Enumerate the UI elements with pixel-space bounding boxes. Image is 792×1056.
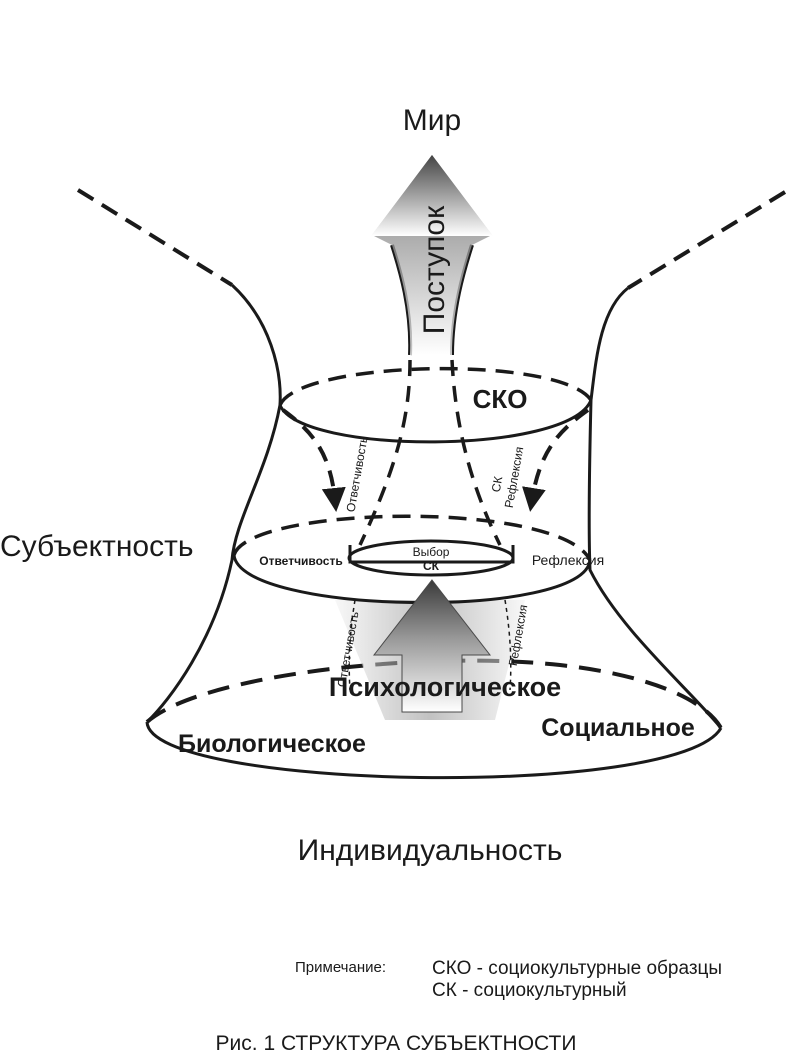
lower-dashed-left bbox=[348, 599, 356, 691]
middle-ellipse-front bbox=[232, 554, 592, 604]
subjectness-label: Субъектность bbox=[0, 530, 193, 563]
bottom-ellipse-back bbox=[145, 658, 723, 730]
choice-label-line1: Выбор bbox=[413, 545, 450, 559]
middle-ellipse-back bbox=[232, 514, 592, 561]
reflection-arrow bbox=[522, 408, 590, 512]
act-arrow-head bbox=[371, 155, 493, 236]
outer-contour-right bbox=[587, 286, 723, 729]
upper-right-dashed-line bbox=[626, 190, 787, 290]
sko-ellipse-front bbox=[278, 399, 593, 444]
choice-bracket bbox=[348, 545, 515, 564]
individuality-label: Индивидуальность bbox=[298, 834, 563, 867]
upper-left-dashed-line bbox=[76, 188, 234, 287]
act-label: Поступок bbox=[418, 205, 451, 334]
figure-caption: Рис. 1 СТРУКТУРА СУБЪЕКТНОСТИ bbox=[215, 1032, 577, 1055]
act-arrow-left-edge bbox=[390, 244, 413, 356]
note-item-sk: СК - социокультурный bbox=[432, 980, 627, 1001]
reflection-label: Рефлексия bbox=[532, 552, 604, 568]
responsibility-arrow bbox=[281, 408, 346, 512]
responsibility-label: Ответчивость bbox=[259, 554, 342, 568]
biological-label: Биологическое bbox=[178, 730, 366, 758]
inner-dashed-right bbox=[450, 359, 502, 546]
psychological-up-arrow bbox=[372, 579, 492, 713]
outer-contour-left bbox=[145, 283, 282, 724]
bottom-ellipse-front bbox=[145, 721, 723, 780]
psychological-label: Психологическое bbox=[329, 672, 561, 702]
note-item-sko: СКО - социокультурные образцы bbox=[432, 958, 723, 979]
world-label: Мир bbox=[403, 104, 461, 137]
reflection-rotated-label: Рефлексия bbox=[502, 446, 527, 510]
act-arrow-right-edge bbox=[450, 244, 474, 356]
social-label: Социальное bbox=[541, 714, 695, 742]
lower-dashed-right bbox=[504, 599, 512, 691]
responsibility-rotated-label: Ответчивость bbox=[344, 435, 371, 513]
note-items: СКО - социокультурные образцы СК - социо… bbox=[432, 958, 722, 1002]
note-heading: Примечание: bbox=[295, 959, 386, 976]
inner-dashed-left bbox=[358, 359, 412, 546]
sk-rotated-label: СК bbox=[489, 475, 506, 493]
choice-label-line2: СК bbox=[423, 559, 440, 573]
sko-ellipse-back bbox=[278, 366, 593, 406]
sko-label: СКО bbox=[473, 384, 528, 414]
